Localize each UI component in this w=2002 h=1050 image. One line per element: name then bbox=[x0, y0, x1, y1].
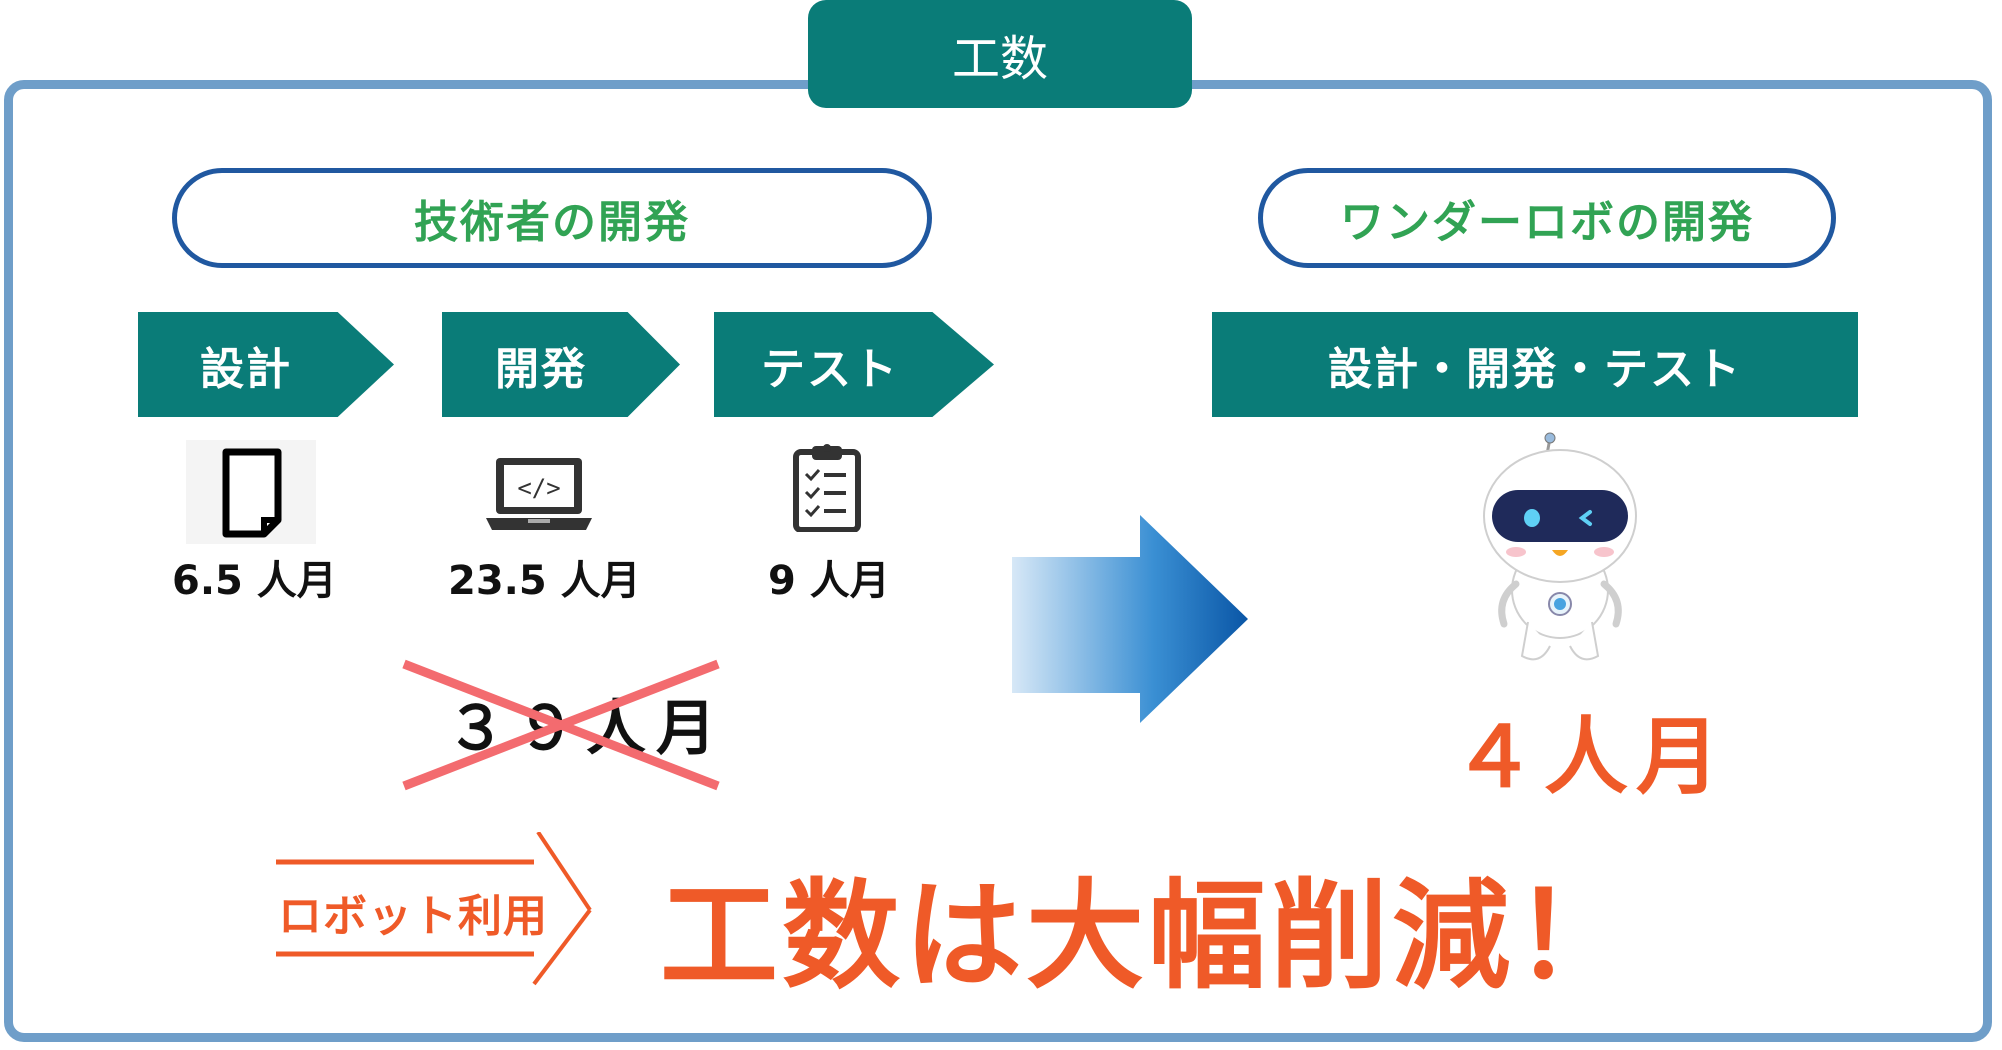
design-amount: 6.5 人月 bbox=[172, 558, 337, 604]
test-amount: 9 人月 bbox=[768, 558, 890, 604]
step-development: 開発 bbox=[442, 312, 680, 417]
step-all-in-one: 設計・開発・テスト bbox=[1212, 312, 1858, 417]
right-heading-pill: ワンダーロボの開発 bbox=[1258, 168, 1836, 268]
headline: 工数は大幅削減！ bbox=[660, 867, 1637, 1005]
robot-usage-label: ロボット利用 bbox=[278, 891, 548, 942]
step-design: 設計 bbox=[138, 312, 394, 417]
left-heading-pill: 技術者の開発 bbox=[172, 168, 932, 268]
robot-icon bbox=[1483, 432, 1637, 661]
transition-arrow-icon bbox=[1012, 515, 1248, 723]
document-icon bbox=[186, 440, 316, 544]
svg-text:</>: </> bbox=[517, 474, 560, 502]
clipboard-checklist-icon bbox=[793, 444, 861, 532]
cross-out-mark bbox=[402, 659, 720, 791]
step-test: テスト bbox=[714, 312, 994, 417]
laptop-code-icon: </> bbox=[486, 458, 592, 530]
label-chevron-lines bbox=[276, 832, 592, 986]
title-tab: 工数 bbox=[808, 0, 1192, 108]
robot-total: ４人月 bbox=[1452, 708, 1729, 806]
development-amount: 23.5 人月 bbox=[448, 558, 641, 604]
